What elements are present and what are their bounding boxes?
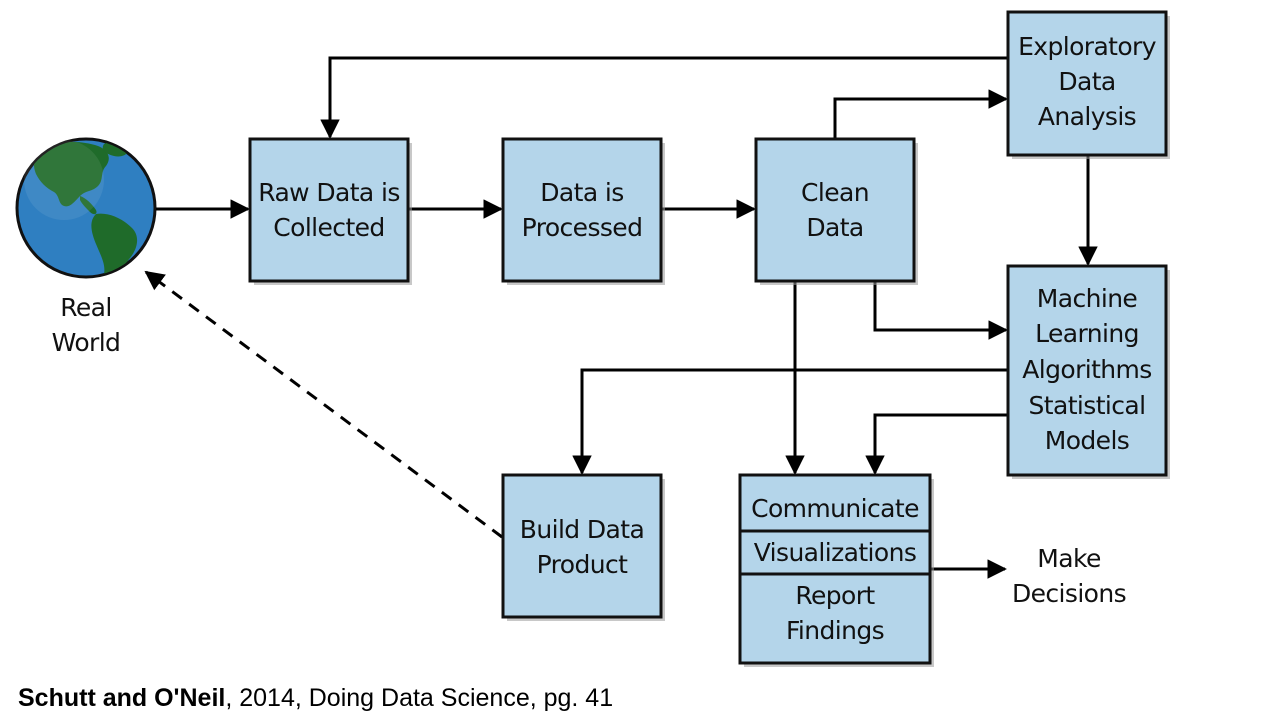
node-communicate-stack: Communicate Visualizations Report Findin… — [738, 473, 934, 667]
node-clean-data: Clean Data — [754, 137, 918, 285]
real-world-label: Real World — [52, 293, 121, 357]
arrow-ml-to-communicate — [865, 413, 1008, 475]
make-decisions-label: Make Decisions — [1012, 544, 1127, 608]
citation-details: , 2014, Doing Data Science, pg. 41 — [225, 684, 614, 712]
arrow-ml-to-product — [572, 368, 1008, 475]
arrow-clean-to-eda — [833, 89, 1008, 139]
arrow-product-to-world — [144, 270, 503, 539]
svg-text:Make: Make — [1037, 544, 1101, 573]
svg-text:Data: Data — [1058, 67, 1115, 96]
svg-text:Decisions: Decisions — [1012, 579, 1126, 608]
svg-text:Data: Data — [806, 213, 863, 242]
svg-text:Processed: Processed — [522, 213, 643, 242]
report-findings-label-1: Report — [795, 581, 875, 610]
svg-text:Build Data: Build Data — [520, 515, 644, 544]
node-raw-data-collected: Raw Data is Collected — [248, 137, 412, 285]
svg-text:Raw Data is: Raw Data is — [258, 178, 400, 207]
arrow-eda-to-raw — [320, 56, 1008, 139]
svg-text:Clean: Clean — [801, 178, 869, 207]
node-data-processed: Data is Processed — [501, 137, 665, 285]
svg-text:Product: Product — [537, 550, 629, 579]
svg-text:Real: Real — [60, 293, 112, 322]
svg-text:Statistical: Statistical — [1029, 391, 1146, 420]
citation-caption: Schutt and O'Neil, 2014, Doing Data Scie… — [18, 684, 613, 713]
svg-text:Learning: Learning — [1035, 319, 1139, 348]
visualizations-label: Visualizations — [754, 538, 917, 567]
communicate-label: Communicate — [751, 494, 919, 523]
node-exploratory-data-analysis: Exploratory Data Analysis — [1006, 10, 1170, 159]
node-build-data-product: Build Data Product — [501, 473, 665, 621]
arrow-clean-to-ml — [873, 281, 1008, 340]
svg-text:Algorithms: Algorithms — [1022, 355, 1151, 384]
svg-text:Exploratory: Exploratory — [1018, 32, 1157, 61]
svg-text:Analysis: Analysis — [1038, 102, 1136, 131]
svg-text:Models: Models — [1045, 426, 1130, 455]
node-machine-learning-models: Machine Learning Algorithms Statistical … — [1006, 264, 1170, 479]
svg-text:Collected: Collected — [273, 213, 384, 242]
citation-authors: Schutt and O'Neil — [18, 684, 226, 712]
svg-text:Machine: Machine — [1037, 284, 1138, 313]
globe-icon — [15, 137, 157, 279]
svg-text:Data is: Data is — [540, 178, 623, 207]
connectors — [144, 56, 1098, 579]
report-findings-label-2: Findings — [786, 616, 884, 645]
svg-text:World: World — [52, 328, 121, 357]
